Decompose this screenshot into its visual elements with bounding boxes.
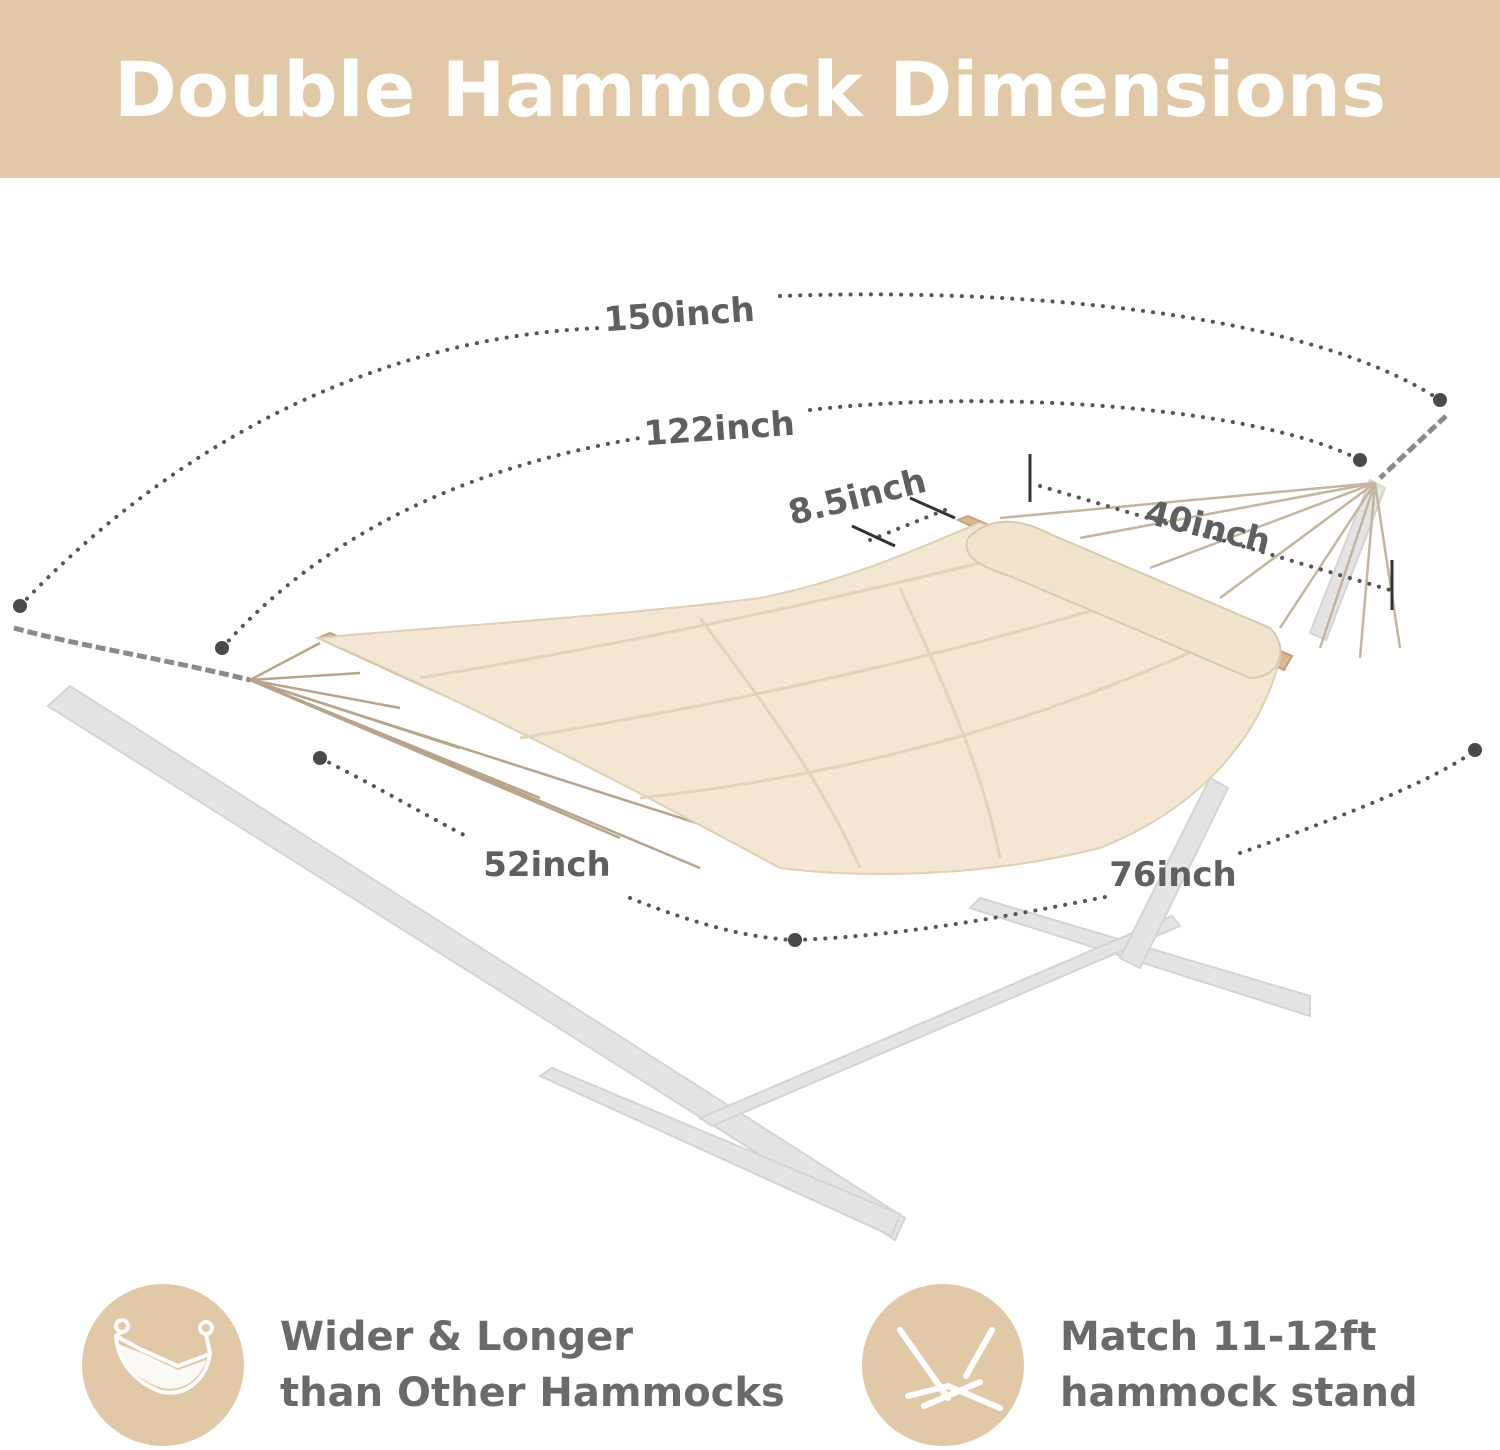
- pillow-width-label: 8.5inch: [784, 461, 930, 534]
- hammock-bed: [314, 521, 1282, 875]
- right-chain: [1378, 414, 1448, 480]
- bed-span-label: 76inch: [1109, 855, 1237, 895]
- double-hammock-icon: [82, 1284, 244, 1446]
- pillow-length-label: 40inch: [1141, 492, 1274, 562]
- pillow: [965, 520, 1282, 680]
- right-ropes: [999, 481, 1402, 659]
- feature-2-line1: Match 11-12ft: [1060, 1314, 1377, 1360]
- left-ropes: [249, 641, 791, 870]
- bed-width-label: 52inch: [483, 845, 611, 885]
- hammock-illustration: 150inch 122inch 8.5inch 40inch 52inch 76…: [13, 290, 1482, 1242]
- left-chain: [13, 625, 251, 683]
- feature-wider-longer: Wider & Longer than Other Hammocks: [82, 1284, 785, 1446]
- feature-2-text: Match 11-12ft hammock stand: [1060, 1309, 1418, 1421]
- bed-length-label: 122inch: [642, 404, 796, 454]
- dimension-endpoints: [13, 393, 1482, 947]
- feature-1-text: Wider & Longer than Other Hammocks: [280, 1309, 785, 1421]
- hammock-stand: [46, 478, 1387, 1242]
- total-length-label: 150inch: [602, 290, 756, 340]
- hammock-stand-icon: [862, 1284, 1024, 1446]
- page-title: Double Hammock Dimensions: [113, 44, 1387, 134]
- feature-1-line1: Wider & Longer: [280, 1314, 633, 1360]
- feature-1-line2: than Other Hammocks: [280, 1370, 785, 1416]
- feature-stand-match: Match 11-12ft hammock stand: [862, 1284, 1418, 1446]
- feature-2-line2: hammock stand: [1060, 1370, 1418, 1416]
- title-banner: Double Hammock Dimensions: [0, 0, 1500, 178]
- dimension-lines: [18, 292, 1477, 942]
- dimension-ticks: [851, 454, 1394, 610]
